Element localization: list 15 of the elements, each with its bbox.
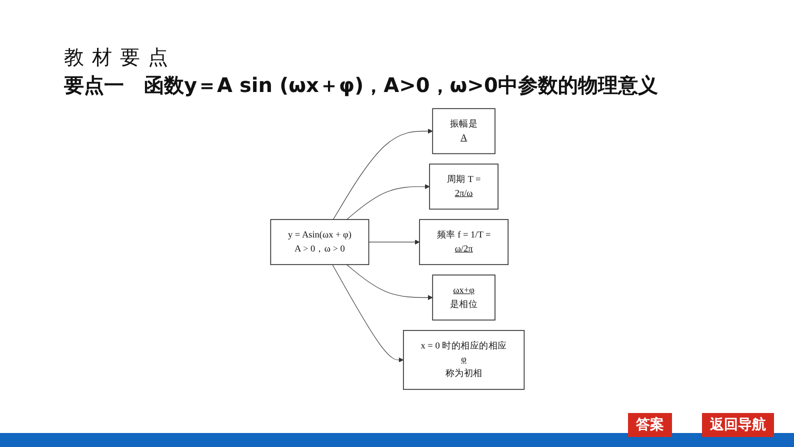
arrow bbox=[368, 240, 420, 245]
heading: 要点一 函数y＝A sin (ωx＋φ)，A>0，ω>0中参数的物理意义 bbox=[64, 72, 658, 99]
node-box: y = Asin(ωx + φ) A > 0，ω > 0 bbox=[270, 219, 369, 266]
arrow bbox=[346, 264, 432, 300]
node-box: 频率 f = 1/T = ω/2π bbox=[418, 219, 508, 266]
back-button: 返回导航 bbox=[702, 413, 774, 437]
node-box: 周期 T = 2π/ω bbox=[428, 164, 498, 210]
arrow bbox=[346, 184, 430, 220]
section-title: 教材要点 bbox=[64, 46, 176, 71]
answer-button: 答案 bbox=[628, 413, 672, 437]
node-box: ωx+φ 是相位 bbox=[432, 274, 495, 320]
node-box: 振幅是 A bbox=[432, 108, 495, 154]
node-box: x = 0 时的相应的相应 φ 称为初相 bbox=[402, 330, 524, 390]
arrow bbox=[332, 128, 432, 220]
arrow bbox=[332, 264, 404, 362]
